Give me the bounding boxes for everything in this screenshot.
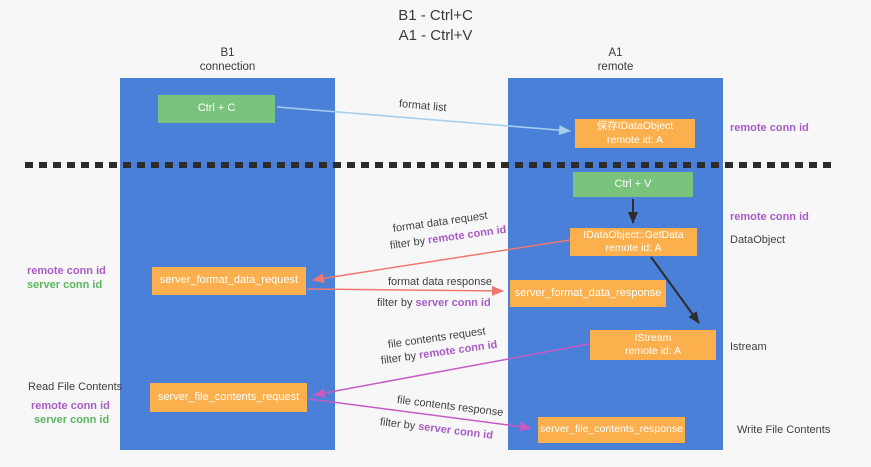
save-idataobject-line1: 保存IDataObject — [596, 120, 674, 133]
format-list-label: format list — [398, 98, 448, 115]
file-contents-response-label: file contents response — [396, 394, 504, 419]
filter-by-text: filter by — [377, 297, 416, 309]
save-idataobject-line2: remote id: A — [606, 133, 664, 146]
remote-conn-id-left-1: remote conn id — [27, 265, 106, 277]
getdata-line2: remote id: A — [605, 242, 662, 254]
istream-line2: remote id: A — [624, 345, 682, 357]
server-format-data-request-label: server_format_data_request — [159, 274, 299, 287]
ctrl-c-box: Ctrl + C — [158, 95, 275, 123]
getdata-line1: IDataObject::GetData — [583, 228, 684, 241]
server-format-data-request-box: server_format_data_request — [152, 267, 306, 295]
remote-conn-id-right-top: remote conn id — [730, 122, 809, 134]
dataobject-label: DataObject — [730, 234, 786, 246]
server-file-contents-response-box: server_file_contents_response — [538, 417, 685, 443]
server-conn-id-left-2: server conn id — [34, 414, 110, 426]
remote-conn-id-left-2: remote conn id — [31, 400, 110, 412]
left-column-subtitle: connection — [199, 60, 256, 73]
format-data-response-label: format data response — [388, 276, 492, 288]
istream-line1: IStream — [634, 331, 672, 344]
ctrl-v-box: Ctrl + V — [573, 172, 693, 197]
istream-box: IStream remote id: A — [590, 330, 716, 360]
write-file-contents-label: Write File Contents — [737, 424, 831, 436]
server-file-contents-response-label: server_file_contents_response — [539, 423, 683, 436]
format-data-response-arrow — [306, 285, 504, 296]
server-file-contents-request-box: server_file_contents_request — [150, 383, 307, 412]
filter-by-text: filter by — [389, 234, 429, 252]
filter-by-text: filter by — [379, 416, 419, 433]
server-conn-id-left-1: server conn id — [27, 279, 103, 291]
remote-conn-id-right-mid: remote conn id — [730, 211, 809, 223]
istream-side-label: Istream — [730, 341, 767, 353]
filter-by-server-conn-id-label-1: filter by server conn id — [377, 297, 491, 309]
filter-by-text: filter by — [380, 349, 420, 367]
right-column-subtitle: remote — [597, 60, 634, 73]
server-conn-id-text: server conn id — [415, 297, 491, 309]
server-conn-id-text: server conn id — [417, 420, 494, 442]
ctrl-v-label: Ctrl + V — [614, 177, 652, 190]
ctrl-c-label: Ctrl + C — [197, 102, 236, 115]
title-line-1: B1 - Ctrl+C — [398, 7, 473, 24]
diagram-title: B1 - Ctrl+C A1 - Ctrl+V — [0, 6, 871, 45]
idataobject-getdata-box: IDataObject::GetData remote id: A — [570, 228, 697, 256]
save-idataobject-box: 保存IDataObject remote id: A — [575, 119, 695, 148]
left-column-name: B1 — [220, 47, 235, 59]
read-file-contents-label: Read File Contents — [28, 381, 123, 393]
filter-by-server-conn-id-label-2: filter by server conn id — [379, 416, 493, 442]
right-column-header: A1 remote — [508, 47, 723, 75]
server-file-contents-request-label: server_file_contents_request — [157, 390, 300, 403]
server-format-data-response-label: server_format_data_response — [514, 286, 662, 299]
server-format-data-response-box: server_format_data_response — [510, 280, 666, 307]
title-line-2: A1 - Ctrl+V — [398, 26, 473, 44]
left-column-header: B1 connection — [120, 47, 335, 75]
right-column-name: A1 — [608, 47, 623, 59]
